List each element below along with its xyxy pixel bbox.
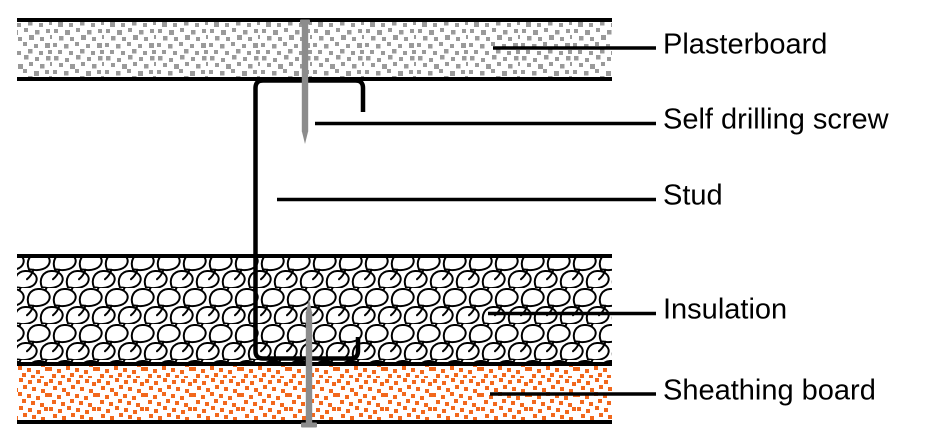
top-screw-body	[301, 19, 309, 132]
top-screw-tip	[301, 131, 309, 144]
label-sheathing-board: Sheathing board	[663, 374, 876, 407]
top-screw	[300, 19, 310, 144]
bottom-screw-body	[305, 312, 313, 423]
bottom-screw-head	[301, 422, 317, 428]
insulation-fill	[17, 258, 612, 362]
label-stud: Stud	[663, 179, 723, 212]
insulation-layer	[17, 254, 612, 362]
label-self-drilling-screw: Self drilling screw	[663, 103, 889, 136]
stud-outline	[253, 78, 366, 361]
bottom-screw	[301, 299, 317, 428]
label-insulation: Insulation	[663, 293, 788, 326]
leader-lines	[277, 46, 656, 396]
label-plasterboard: Plasterboard	[663, 28, 828, 61]
bottom-screw-tip	[305, 299, 313, 313]
